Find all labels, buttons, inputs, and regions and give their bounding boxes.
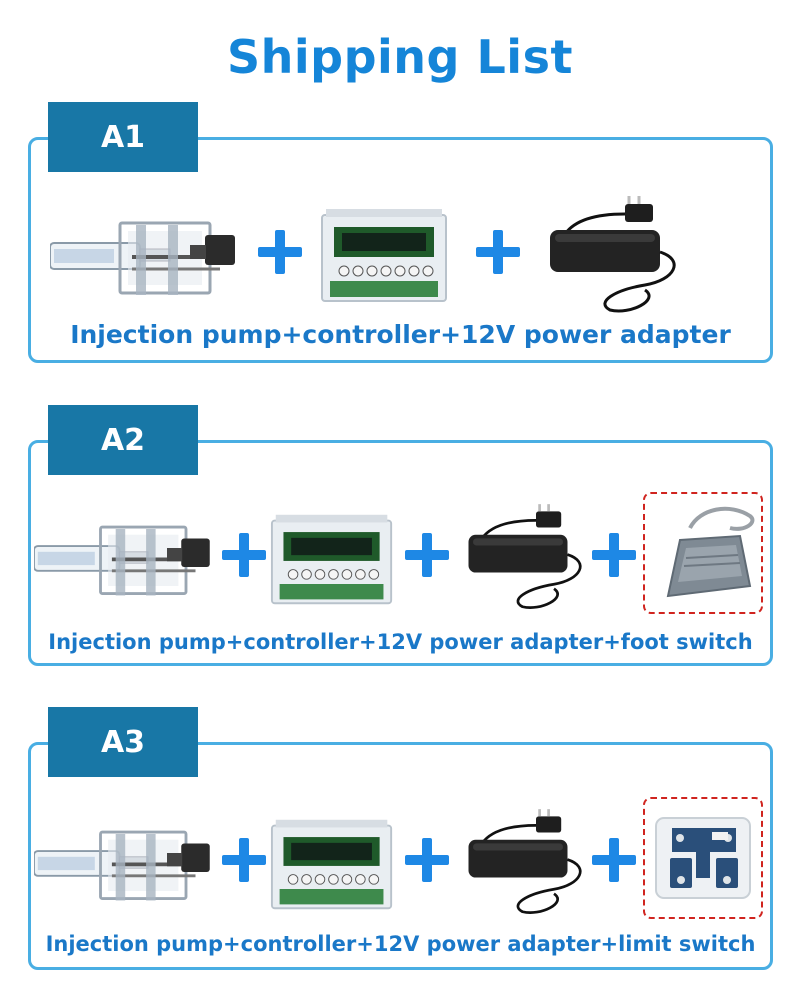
plus-icon bbox=[592, 838, 636, 882]
page-title: Shipping List bbox=[227, 30, 573, 84]
injection-pump-image bbox=[34, 525, 210, 596]
section-a3-tag: A3 bbox=[48, 707, 198, 777]
power-adapter-image bbox=[468, 809, 582, 914]
controller-image bbox=[270, 819, 393, 910]
section-a1-tag: A1 bbox=[48, 102, 198, 172]
limit-switch-image bbox=[655, 817, 751, 899]
plus-icon bbox=[476, 230, 520, 274]
section-a2-tag: A2 bbox=[48, 405, 198, 475]
controller-image bbox=[270, 514, 393, 605]
foot-switch-image bbox=[666, 506, 755, 598]
foot-switch-highlight bbox=[643, 492, 763, 614]
section-a1-panel bbox=[28, 137, 773, 363]
power-adapter-image bbox=[468, 504, 582, 609]
section-a3-caption: Injection pump+controller+12V power adap… bbox=[45, 932, 756, 956]
limit-switch-highlight bbox=[643, 797, 763, 919]
plus-icon bbox=[405, 533, 449, 577]
plus-icon bbox=[592, 533, 636, 577]
plus-icon bbox=[222, 838, 266, 882]
controller-image bbox=[321, 209, 447, 302]
plus-icon bbox=[222, 533, 266, 577]
plus-icon bbox=[405, 838, 449, 882]
section-a2-caption: Injection pump+controller+12V power adap… bbox=[48, 630, 753, 654]
plus-icon bbox=[258, 230, 302, 274]
section-a1-caption: Injection pump+controller+12V power adap… bbox=[70, 320, 731, 349]
injection-pump-image bbox=[50, 221, 235, 295]
injection-pump-image bbox=[34, 830, 210, 901]
section-a3-panel bbox=[28, 742, 773, 970]
section-a2-panel bbox=[28, 440, 773, 666]
power-adapter-image bbox=[550, 196, 676, 313]
